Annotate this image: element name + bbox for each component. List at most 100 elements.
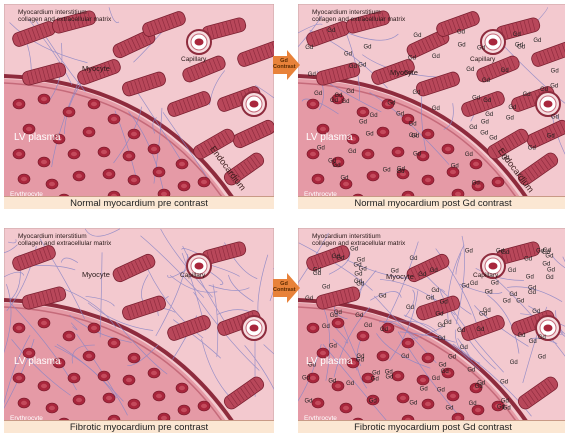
gd-label: Gd — [438, 323, 446, 329]
gd-label: Gd — [409, 133, 417, 139]
tissue-illustration: GdGdGdGdGdGdGdGdGdGdGdGdGdGdGdGdGdGdGdGd… — [298, 228, 565, 433]
gd-label: Gd — [302, 376, 310, 382]
myocyte-label: Myocyte — [82, 270, 110, 279]
tissue-illustration — [4, 228, 274, 433]
gd-label: Gd — [481, 119, 489, 125]
gd-label: Gd — [435, 312, 443, 318]
gd-label: Gd — [354, 272, 362, 278]
gd-label: Gd — [430, 268, 438, 274]
gd-label: Gd — [420, 386, 428, 392]
gd-label: Gd — [357, 257, 365, 263]
gd-label: Gd — [538, 354, 546, 360]
gd-label: Gd — [409, 401, 417, 407]
gd-label: Gd — [408, 55, 416, 61]
gd-label: Gd — [489, 135, 497, 141]
gd-label: Gd — [475, 384, 483, 390]
gd-label: Gd — [448, 355, 456, 361]
interstitium-label: Myocardium interstitiumcollagen and extr… — [312, 233, 405, 247]
gd-label: Gd — [510, 360, 518, 366]
panel-caption: Normal myocardium post Gd contrast — [298, 196, 565, 209]
gd-label: Gd — [528, 145, 536, 151]
gd-label: Gd — [460, 345, 468, 351]
lv-plasma-label: LV plasma — [14, 356, 61, 367]
gd-label: Gd — [441, 369, 449, 375]
gd-label: Gd — [451, 163, 459, 169]
gd-label: Gd — [410, 256, 418, 262]
capillary-vessel — [242, 92, 266, 116]
gd-label: Gd — [370, 113, 378, 119]
gd-label: Gd — [500, 380, 508, 386]
gd-label: Gd — [330, 98, 338, 104]
capillary-label: Capillary — [473, 272, 498, 279]
gd-label: Gd — [506, 116, 514, 122]
gd-label: Gd — [332, 254, 340, 260]
gd-label: Gd — [483, 308, 491, 314]
gd-label: Gd — [458, 43, 466, 49]
panel-caption: Fibrotic myocardium pre contrast — [4, 420, 274, 433]
panel-caption: Normal myocardium pre contrast — [4, 196, 274, 209]
gd-label: Gd — [508, 105, 516, 111]
gd-label: Gd — [350, 247, 358, 253]
gd-label: Gd — [359, 120, 367, 126]
contrast-arrow: GdContrast — [273, 50, 303, 80]
gd-label: Gd — [457, 328, 465, 334]
gd-label: Gd — [536, 248, 544, 254]
gd-label: Gd — [322, 285, 330, 291]
gd-label: Gd — [485, 289, 493, 295]
gd-label: Gd — [328, 378, 336, 384]
gd-label: Gd — [369, 399, 377, 405]
gd-label: Gd — [322, 324, 330, 330]
gd-label: Gd — [503, 299, 511, 305]
interstitium-label: Myocardium interstitiumcollagen and extr… — [312, 9, 405, 23]
gd-label: Gd — [385, 370, 393, 376]
gd-label: Gd — [396, 169, 404, 175]
gd-label: Gd — [401, 354, 409, 360]
gd-label: Gd — [356, 357, 364, 363]
gd-label: Gd — [344, 51, 352, 57]
gd-label: Gd — [457, 29, 465, 35]
gd-label: Gd — [359, 266, 367, 272]
gd-label: Gd — [483, 98, 491, 104]
gd-label: Gd — [413, 33, 421, 39]
contrast-arrow: GdContrast — [273, 273, 303, 303]
gd-label: Gd — [358, 62, 366, 68]
gd-label: Gd — [551, 114, 559, 120]
gd-label: Gd — [346, 381, 354, 387]
gd-label: Gd — [396, 111, 404, 117]
gd-label: Gd — [308, 72, 316, 78]
gd-label: Gd — [329, 344, 337, 350]
gd-label: Gd — [542, 262, 550, 268]
gd-label: Gd — [314, 91, 322, 97]
gd-label: Gd — [509, 292, 517, 298]
gd-label: Gd — [528, 290, 536, 296]
gd-label: Gd — [461, 283, 469, 289]
gd-label: Gd — [412, 90, 420, 96]
gd-label: Gd — [470, 281, 478, 287]
capillary-vessel — [187, 30, 211, 54]
gd-label: Gd — [540, 87, 548, 93]
gd-label: Gd — [467, 368, 475, 374]
gd-label: Gd — [432, 106, 440, 112]
gd-label: Gd — [491, 280, 499, 286]
gd-label: Gd — [508, 268, 516, 274]
gd-label: Gd — [437, 388, 445, 394]
gd-label: Gd — [431, 288, 439, 294]
gd-label: Gd — [469, 125, 477, 131]
gd-label: Gd — [378, 293, 386, 299]
gd-label: Gd — [440, 299, 448, 305]
gd-label: Gd — [476, 327, 484, 333]
capillary-vessel — [242, 316, 266, 340]
gd-label: Gd — [328, 159, 336, 165]
panel-normal-pre: Myocardium interstitiumcollagen and extr… — [4, 4, 274, 209]
gd-label: Gd — [383, 167, 391, 173]
gd-label: Gd — [304, 399, 312, 405]
interstitium-label: Myocardium interstitiumcollagen and extr… — [18, 233, 111, 247]
gd-label: Gd — [341, 175, 349, 181]
gd-label: Gd — [356, 282, 364, 288]
gd-label: Gd — [305, 45, 313, 51]
gd-label: Gd — [346, 89, 354, 95]
gd-label: Gd — [547, 268, 555, 274]
capillary-label: Capillary — [470, 56, 495, 63]
gd-label: Gd — [472, 96, 480, 102]
gd-label: Gd — [432, 54, 440, 60]
